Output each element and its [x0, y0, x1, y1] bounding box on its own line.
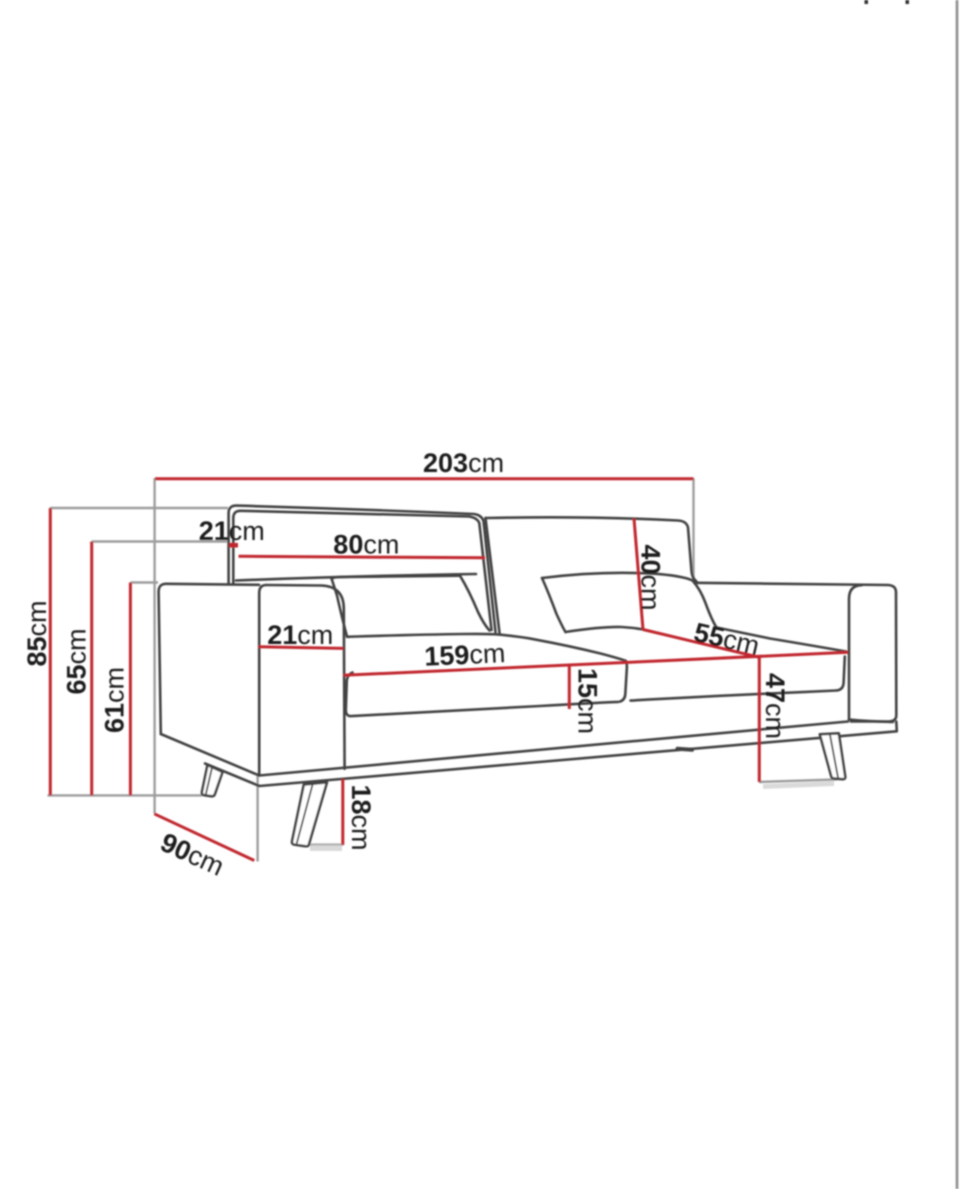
- svg-text:21cm: 21cm: [199, 516, 265, 546]
- svg-text:21cm: 21cm: [267, 620, 333, 650]
- svg-text:203cm: 203cm: [423, 448, 504, 478]
- svg-text:61cm: 61cm: [100, 667, 130, 733]
- svg-text:15cm: 15cm: [573, 668, 603, 734]
- svg-text:18cm: 18cm: [346, 785, 376, 851]
- svg-text:85cm: 85cm: [22, 600, 52, 666]
- svg-text:40cm: 40cm: [636, 545, 666, 611]
- svg-text:47cm: 47cm: [760, 673, 790, 739]
- svg-text:80cm: 80cm: [333, 530, 399, 560]
- svg-text:65cm: 65cm: [62, 628, 92, 694]
- svg-text:159cm: 159cm: [424, 638, 506, 672]
